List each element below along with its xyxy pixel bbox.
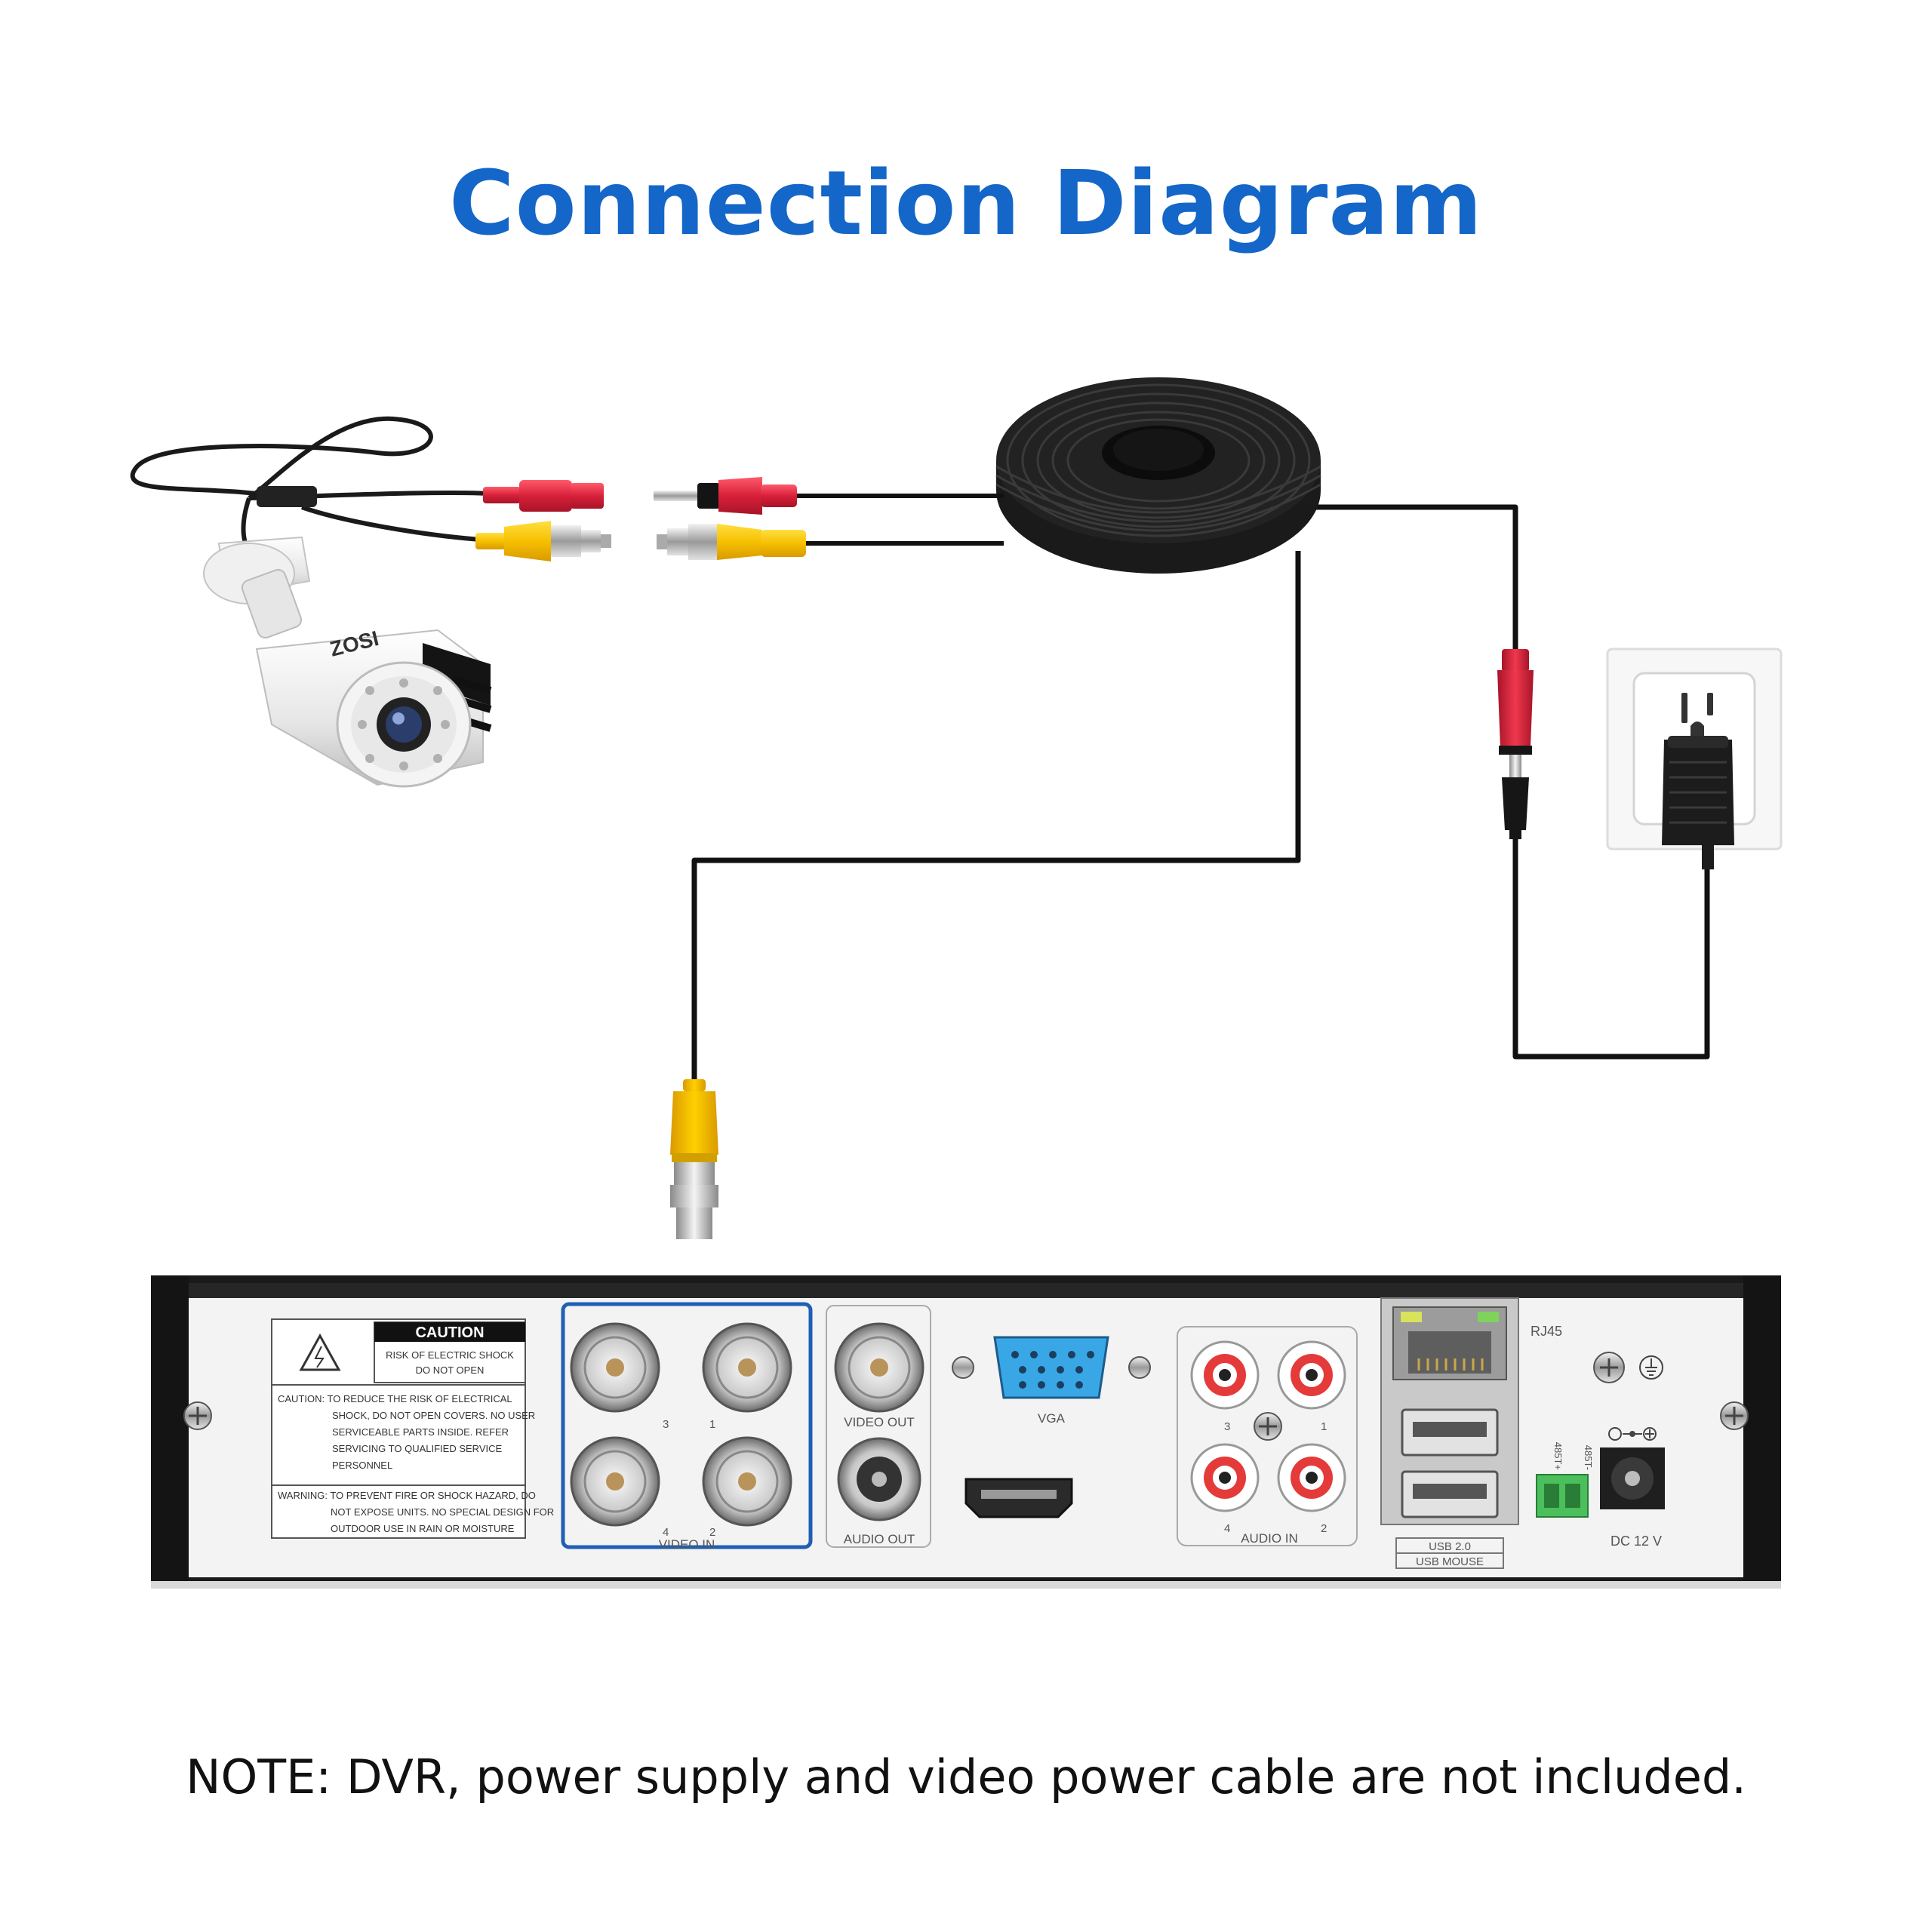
video-in-port-3 (570, 1322, 660, 1413)
video-in-port-2 (702, 1436, 792, 1527)
cable-power-connector (654, 477, 1004, 515)
svg-text:NOT EXPOSE UNITS. NO SPECIAL D: NOT EXPOSE UNITS. NO SPECIAL DESIGN FOR (331, 1506, 554, 1518)
video-in-highlight (561, 1302, 813, 1549)
video-out-port (834, 1322, 924, 1413)
security-camera: ZOSI (203, 536, 492, 788)
rs485-terminal: 485T+ 485T- (1536, 1442, 1594, 1518)
audio-in-group: 3 1 4 2 AUDIO IN (1177, 1326, 1358, 1546)
svg-text:USB 2.0: USB 2.0 (1429, 1540, 1471, 1553)
svg-text:CAUTION: TO REDUCE THE RISK OF: CAUTION: TO REDUCE THE RISK OF ELECTRICA… (278, 1393, 512, 1404)
power-inline-connector (1497, 649, 1534, 839)
power-adapter (1662, 736, 1734, 869)
audio-in-label: AUDIO IN (1241, 1531, 1298, 1546)
svg-text:SHOCK, DO NOT OPEN COVERS. NO: SHOCK, DO NOT OPEN COVERS. NO USER (332, 1410, 535, 1421)
pigtail-splitter (257, 486, 317, 507)
caution-label: CAUTION RISK OF ELECTRIC SHOCK DO NOT OP… (271, 1318, 554, 1539)
dc-power-jack: DC 12 V (1600, 1427, 1665, 1549)
svg-text:3: 3 (663, 1418, 669, 1431)
vga-port: VGA (952, 1336, 1151, 1426)
svg-text:4: 4 (663, 1526, 669, 1539)
svg-text:OUTDOOR USE IN RAIN OR MOISTUR: OUTDOOR USE IN RAIN OR MOISTURE (331, 1523, 515, 1534)
svg-text:AUDIO OUT: AUDIO OUT (844, 1532, 915, 1546)
svg-text:1: 1 (1321, 1420, 1327, 1433)
dvr-video-plug (670, 1079, 718, 1239)
disclaimer-note: NOTE: DVR, power supply and video power … (186, 1749, 1746, 1804)
svg-text:DO NOT OPEN: DO NOT OPEN (416, 1364, 485, 1376)
video-in-group: 3 1 4 2 VIDEO IN (561, 1302, 813, 1552)
svg-text:4: 4 (1224, 1522, 1230, 1535)
svg-text:DC 12 V: DC 12 V (1611, 1534, 1662, 1549)
audio-in-port-3 (1190, 1340, 1260, 1410)
rj45-label: RJ45 (1531, 1324, 1562, 1339)
cable-video-connector (657, 524, 1004, 560)
svg-text:VGA: VGA (1038, 1411, 1066, 1426)
hdmi-port (964, 1478, 1073, 1518)
audio-out-port (837, 1437, 921, 1521)
caution-heading: CAUTION (415, 1324, 484, 1341)
audio-in-port-4 (1190, 1443, 1260, 1512)
svg-text:USB MOUSE: USB MOUSE (1416, 1555, 1484, 1568)
camera-video-connector (475, 521, 611, 561)
svg-text:VIDEO OUT: VIDEO OUT (844, 1415, 915, 1429)
video-cable-to-dvr (691, 551, 1301, 1087)
diagram-title: Connection Diagram (449, 151, 1483, 255)
svg-text:3: 3 (1224, 1420, 1230, 1433)
video-in-label: VIDEO IN (659, 1537, 715, 1552)
camera-power-connector (483, 480, 604, 512)
video-in-port-4 (570, 1436, 660, 1527)
audio-in-port-1 (1277, 1340, 1346, 1410)
svg-text:SERVICING TO QUALIFIED SERVICE: SERVICING TO QUALIFIED SERVICE (332, 1443, 502, 1454)
svg-text:2: 2 (1321, 1522, 1327, 1535)
svg-text:1: 1 (709, 1418, 715, 1431)
svg-text:SERVICEABLE PARTS INSIDE. REFE: SERVICEABLE PARTS INSIDE. REFER (332, 1426, 509, 1438)
cable-coil (995, 377, 1321, 574)
power-cable-to-adapter (1283, 504, 1710, 1060)
network-usb-block: USB 2.0 USB MOUSE RJ45 (1380, 1297, 1562, 1569)
svg-text:485T-: 485T- (1583, 1445, 1594, 1470)
video-out-group: VIDEO OUT AUDIO OUT (826, 1305, 931, 1548)
svg-text:RISK OF ELECTRIC SHOCK: RISK OF ELECTRIC SHOCK (386, 1349, 514, 1361)
svg-text:2: 2 (709, 1526, 715, 1539)
camera-pigtail-cable (130, 416, 491, 552)
svg-text:WARNING: TO PREVENT FIRE OR SH: WARNING: TO PREVENT FIRE OR SHOCK HAZARD… (278, 1490, 536, 1501)
video-in-port-1 (702, 1322, 792, 1413)
svg-text:485T+: 485T+ (1552, 1442, 1564, 1470)
svg-text:PERSONNEL: PERSONNEL (332, 1460, 392, 1471)
audio-in-port-2 (1277, 1443, 1346, 1512)
ground-terminal (1593, 1352, 1663, 1383)
